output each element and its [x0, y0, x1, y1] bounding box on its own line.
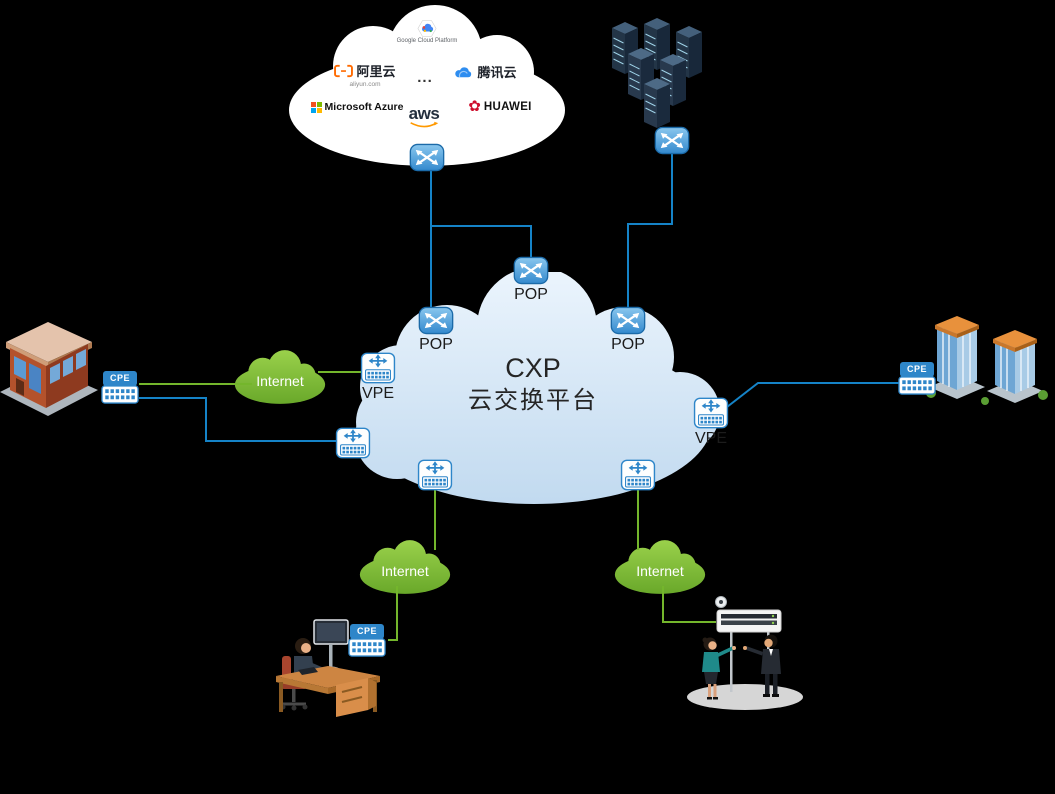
router-icon: [418, 306, 454, 335]
switch-icon: [693, 397, 729, 429]
wire-cloudrouter-poptop: [431, 225, 532, 258]
huawei-flower-icon: ✿: [468, 98, 481, 115]
microsoft-icon: [310, 101, 322, 113]
gcp-logo: Google Cloud Platform: [393, 20, 461, 44]
azure-label: Microsoft Azure: [324, 101, 404, 113]
pop-label: POP: [419, 336, 453, 353]
aws-logo: aws: [401, 105, 447, 129]
pop-node-right: POP: [610, 306, 646, 353]
towers-building: [926, 316, 1048, 405]
aliyun-label: 阿里云: [356, 64, 396, 79]
cpe-label: CPE: [899, 362, 934, 377]
internet-label: Internet: [636, 562, 684, 579]
pop-node-top: POP: [513, 256, 549, 303]
workstation-scene: [276, 619, 380, 717]
cpe-device-bottom: CPE: [348, 624, 386, 657]
provider-cloud: Google Cloud Platform 阿里云 aliyun.com ...: [285, 4, 570, 174]
gcp-label: Google Cloud Platform: [396, 38, 458, 44]
tencent-logo: 腾讯云: [447, 62, 523, 81]
cxp-title-line2: 云交换平台: [468, 386, 598, 414]
pop-node-left: POP: [418, 306, 454, 353]
gcp-icon: [417, 20, 437, 37]
tencent-label: 腾讯云: [477, 65, 517, 80]
provider-cloud-shape: [289, 5, 565, 166]
aliyun-sublabel: aliyun.com: [349, 81, 381, 88]
switch-icon: [417, 459, 453, 491]
vpe-label: VPE: [361, 385, 394, 402]
switch-node-left-bottom: [335, 427, 371, 459]
cpe-ports-icon: [898, 376, 936, 395]
wire-vperight-cperight: [726, 382, 900, 408]
cpe-label: CPE: [102, 371, 137, 386]
vpe-label: VPE: [694, 430, 727, 447]
cpe-device-right: CPE: [898, 362, 936, 395]
huawei-label: HUAWEI: [483, 100, 532, 113]
tencent-cloud-icon: [455, 66, 472, 77]
router-icon: [654, 126, 690, 155]
internet-cloud-bottom-right: Internet: [612, 536, 708, 596]
internet-cloud-bottom-left: Internet: [357, 536, 453, 596]
switch-icon: [620, 459, 656, 491]
router-icon: [409, 143, 445, 172]
ellipsis-label: ...: [417, 69, 433, 86]
vpe-node-right: VPE: [693, 397, 729, 447]
internet-label: Internet: [256, 372, 304, 389]
aws-label: aws: [408, 104, 440, 123]
office-building: [0, 322, 98, 416]
switch-icon: [335, 427, 371, 459]
datacenter-servers: [612, 18, 702, 128]
cpe-ports-icon: [101, 385, 139, 404]
huawei-logo: ✿ HUAWEI: [457, 99, 543, 114]
aliyun-logo: 阿里云 aliyun.com: [329, 61, 401, 88]
people-scene: [687, 596, 803, 710]
router-icon: [513, 256, 549, 285]
aws-smile-icon: [410, 121, 439, 128]
cxp-title-line1: CXP: [505, 353, 561, 383]
cpe-label: CPE: [349, 624, 384, 639]
router-node-provider-cloud: [409, 143, 445, 172]
router-node-datacenter: [654, 126, 690, 155]
internet-cloud-left: Internet: [232, 346, 328, 406]
cpe-device-left: CPE: [101, 371, 139, 404]
cpe-ports-icon: [348, 638, 386, 657]
vpe-node-left: VPE: [360, 352, 396, 402]
server-cabinets: [612, 18, 702, 128]
switch-node-bottom-left: [417, 459, 453, 491]
cxp-title: CXP 云交换平台: [433, 352, 633, 416]
router-icon: [610, 306, 646, 335]
switch-icon: [360, 352, 396, 384]
internet-label: Internet: [381, 562, 429, 579]
pop-label: POP: [611, 336, 645, 353]
switch-node-bottom-right: [620, 459, 656, 491]
azure-logo: Microsoft Azure: [310, 101, 404, 113]
pop-label: POP: [514, 286, 548, 303]
ellipsis: ...: [411, 70, 439, 85]
aliyun-icon: [334, 64, 354, 77]
